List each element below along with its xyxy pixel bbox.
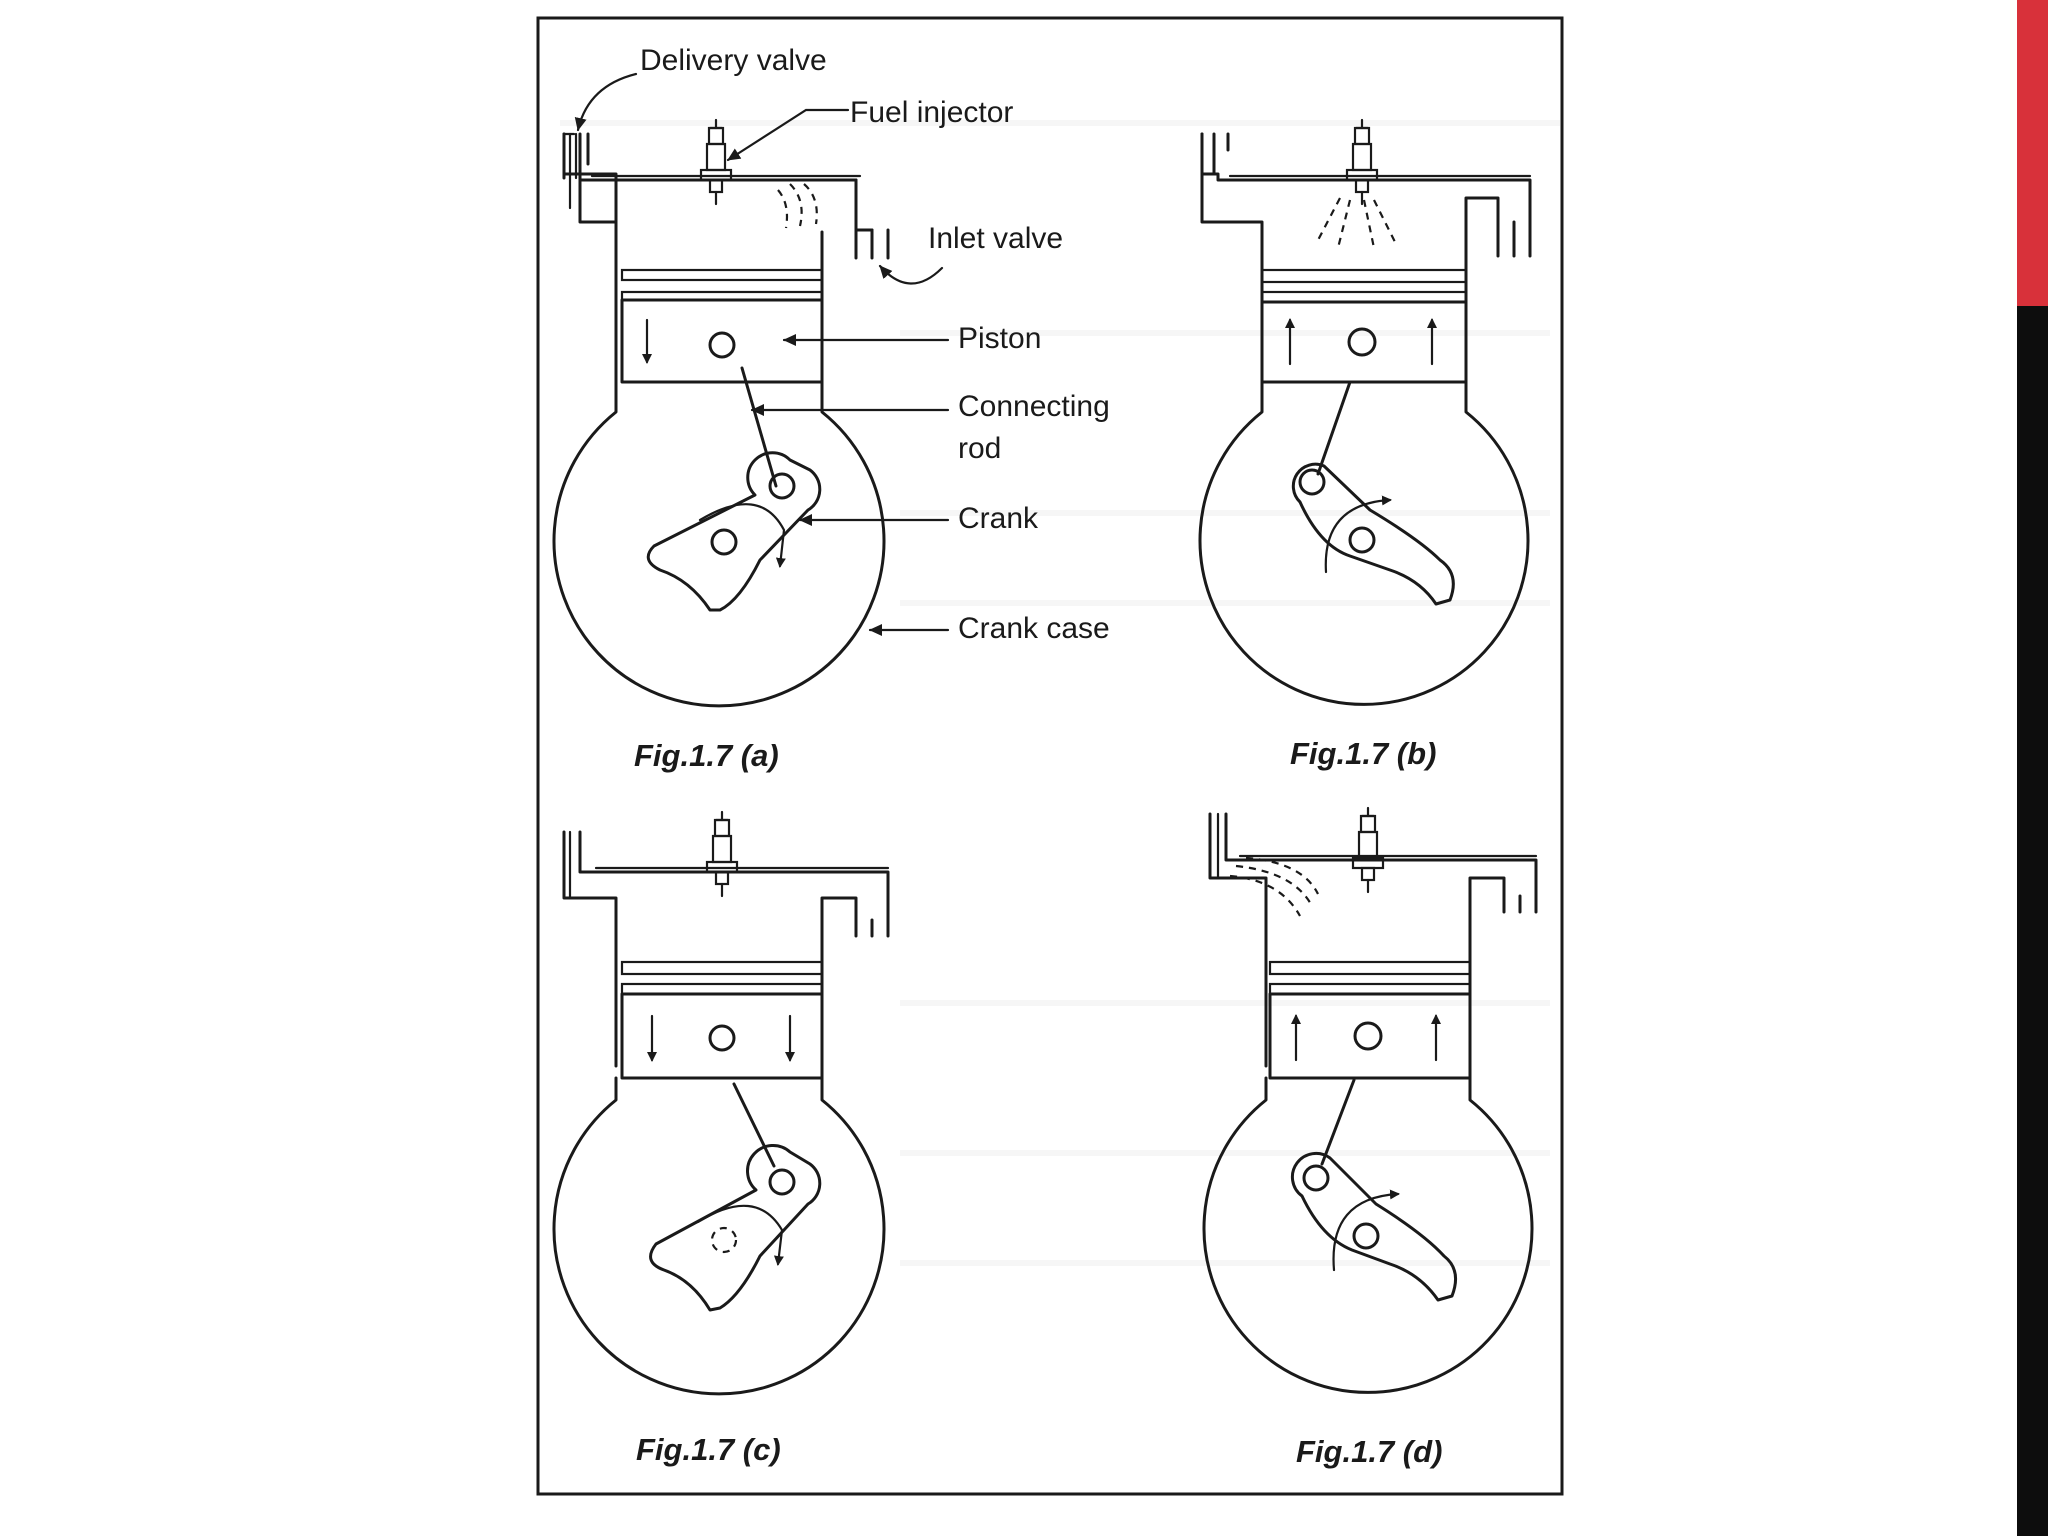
crank-case-label: Crank case xyxy=(958,612,1110,645)
caption-fig-c: Fig.1.7 (c) xyxy=(636,1432,781,1467)
caption-fig-d: Fig.1.7 (d) xyxy=(1296,1434,1442,1469)
red-accent-bar xyxy=(2017,0,2048,306)
crank-label: Crank xyxy=(958,502,1039,535)
inlet-valve-label: Inlet valve xyxy=(928,222,1063,255)
engine-figure-d xyxy=(1202,806,1538,1394)
caption-fig-b: Fig.1.7 (b) xyxy=(1290,736,1436,771)
fuel-injector-label: Fuel injector xyxy=(850,96,1013,129)
engine-figure-a xyxy=(552,118,890,708)
black-accent-bar xyxy=(2017,306,2048,1536)
delivery-valve-label: Delivery valve xyxy=(640,44,827,77)
label-leaders xyxy=(574,72,950,636)
piston-label: Piston xyxy=(958,322,1041,355)
connecting-rod-label-line2: rod xyxy=(958,432,1001,465)
connecting-rod-label-line1: Connecting xyxy=(958,390,1110,423)
figure-frame xyxy=(536,16,1564,1496)
engine-figure-c xyxy=(552,810,890,1396)
background-page-text xyxy=(560,120,1560,1266)
caption-fig-a: Fig.1.7 (a) xyxy=(634,738,779,773)
engine-figure-b xyxy=(1198,118,1532,706)
